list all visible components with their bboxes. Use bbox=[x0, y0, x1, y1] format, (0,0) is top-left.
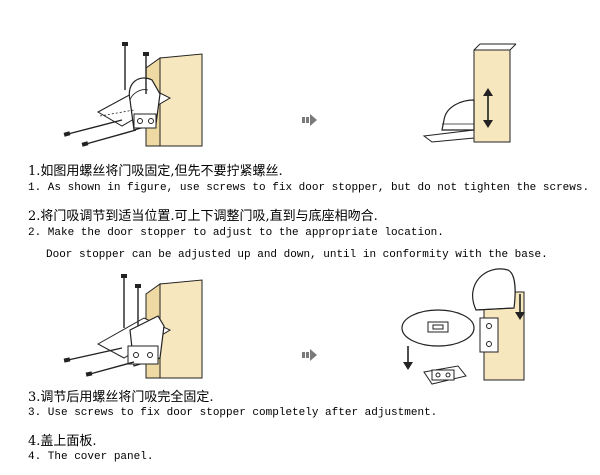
figure-step3-fix bbox=[63, 274, 203, 379]
step4-cn: 4.盖上面板. bbox=[28, 434, 97, 449]
figure-step2-adjust bbox=[422, 43, 517, 143]
figure-step1-install bbox=[63, 42, 203, 147]
figure-step4-cover bbox=[401, 268, 525, 385]
step2-cn: 2.将门吸调节到适当位置.可上下调整门吸,直到与底座相吻合. bbox=[28, 209, 378, 224]
step1-cn: 1.如图用螺丝将门吸固定,但先不要拧紧螺丝. bbox=[28, 164, 283, 179]
step2-en-extra: Door stopper can be adjusted up and down… bbox=[46, 249, 548, 261]
step3-en: 3. Use screws to fix door stopper comple… bbox=[28, 407, 438, 419]
step1-en: 1. As shown in figure, use screws to fix… bbox=[28, 182, 590, 194]
right-arrow-icon bbox=[302, 114, 317, 126]
step2-en: 2. Make the door stopper to adjust to th… bbox=[28, 227, 444, 239]
step4-en: 4. The cover panel. bbox=[28, 451, 154, 463]
right-arrow-icon bbox=[302, 349, 317, 361]
step3-cn: 3.调节后用螺丝将门吸完全固定. bbox=[28, 390, 214, 405]
